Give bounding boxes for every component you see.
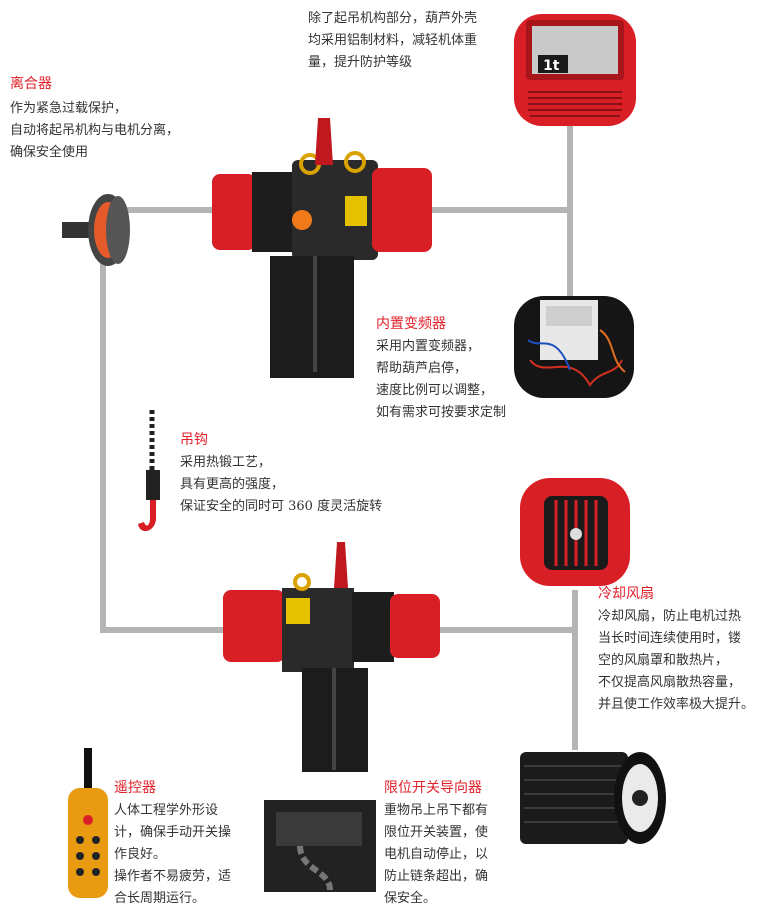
hoist-top-image [212,118,432,378]
hoist-bottom-image [223,542,440,772]
hook-title: 吊钩 [180,432,208,448]
connector-left [100,232,230,633]
inverter-line: 如有需求可按要求定制 [376,405,507,420]
cooling-fan-image [520,478,630,586]
inverter-line: 帮助葫芦启停， [376,361,468,376]
fan-line: 冷却风扇，防止电机过热 [598,609,742,624]
inverter-line: 速度比例可以调整， [376,383,494,398]
connector-fan [420,590,578,633]
remote-line: 人体工程学外形设 [114,803,219,818]
remote-title: 遥控器 [114,780,156,796]
inverter-image [514,296,634,398]
hook-line: 具有更高的强度， [180,477,285,492]
aluminum-housing-image [514,14,636,126]
limit-line: 防止链条超出，确 [384,869,489,884]
limit-line: 保安全。 [384,891,437,906]
clutch-image [62,194,130,266]
limit-line: 限位开关装置，使 [384,825,489,840]
top-note: 除了起吊机构部分，葫芦外壳 均采用铝制材料，减轻机体重 量，提升防护等级 [308,8,477,74]
top-note-line: 量，提升防护等级 [308,55,413,70]
motor-fan-image [520,752,666,844]
remote-control-image [68,748,108,898]
nameplate-capacity: 1t [543,58,560,74]
remote-line: 作良好。 [114,847,167,862]
connector-lines [100,120,578,750]
hook-image [138,410,160,532]
limit-title: 限位开关导向器 [384,780,482,796]
fan-line: 并且使工作效率极大提升。 [598,697,755,712]
inverter-title: 内置变频器 [376,316,446,332]
limit-switch-image [264,800,376,892]
connector-housing [420,120,573,213]
clutch-description: 作为紧急过载保护， 自动将起吊机构与电机分离， 确保安全使用 [10,98,179,164]
inverter-description: 采用内置变频器， 帮助葫芦启停， 速度比例可以调整， 如有需求可按要求定制 [376,336,506,424]
fan-description: 冷却风扇，防止电机过热 当长时间连续使用时，镂 空的风扇罩和散热片， 不仅提高风… [598,606,754,716]
clutch-line: 自动将起吊机构与电机分离， [10,123,180,138]
remote-line: 操作者不易疲劳，适 [114,869,232,884]
clutch-title: 离合器 [10,76,52,92]
inverter-line: 采用内置变频器， [376,339,481,354]
limit-line: 电机自动停止，以 [384,847,489,862]
fan-title: 冷却风扇 [598,586,654,602]
top-note-line: 除了起吊机构部分，葫芦外壳 [308,11,478,26]
clutch-line: 确保安全使用 [10,145,89,160]
limit-line: 重物吊上吊下都有 [384,803,489,818]
clutch-line: 作为紧急过载保护， [10,101,128,116]
remote-description: 人体工程学外形设 计，确保手动开关操 作良好。 操作者不易疲劳，适 合长周期运行… [114,800,231,910]
hook-line: 采用热锻工艺， [180,455,272,470]
remote-line: 计，确保手动开关操 [114,825,232,840]
hook-line: 保证安全的同时可 360 度灵活旋转 [180,499,383,514]
top-note-line: 均采用铝制材料，减轻机体重 [308,33,478,48]
fan-line: 当长时间连续使用时，镂 [598,631,742,646]
hook-description: 采用热锻工艺， 具有更高的强度， 保证安全的同时可 360 度灵活旋转 [180,452,382,518]
limit-description: 重物吊上吊下都有 限位开关装置，使 电机自动停止，以 防止链条超出，确 保安全。 [384,800,488,910]
fan-line: 不仅提高风扇散热容量， [598,675,742,690]
remote-line: 合长周期运行。 [114,891,206,906]
fan-line: 空的风扇罩和散热片， [598,653,729,668]
